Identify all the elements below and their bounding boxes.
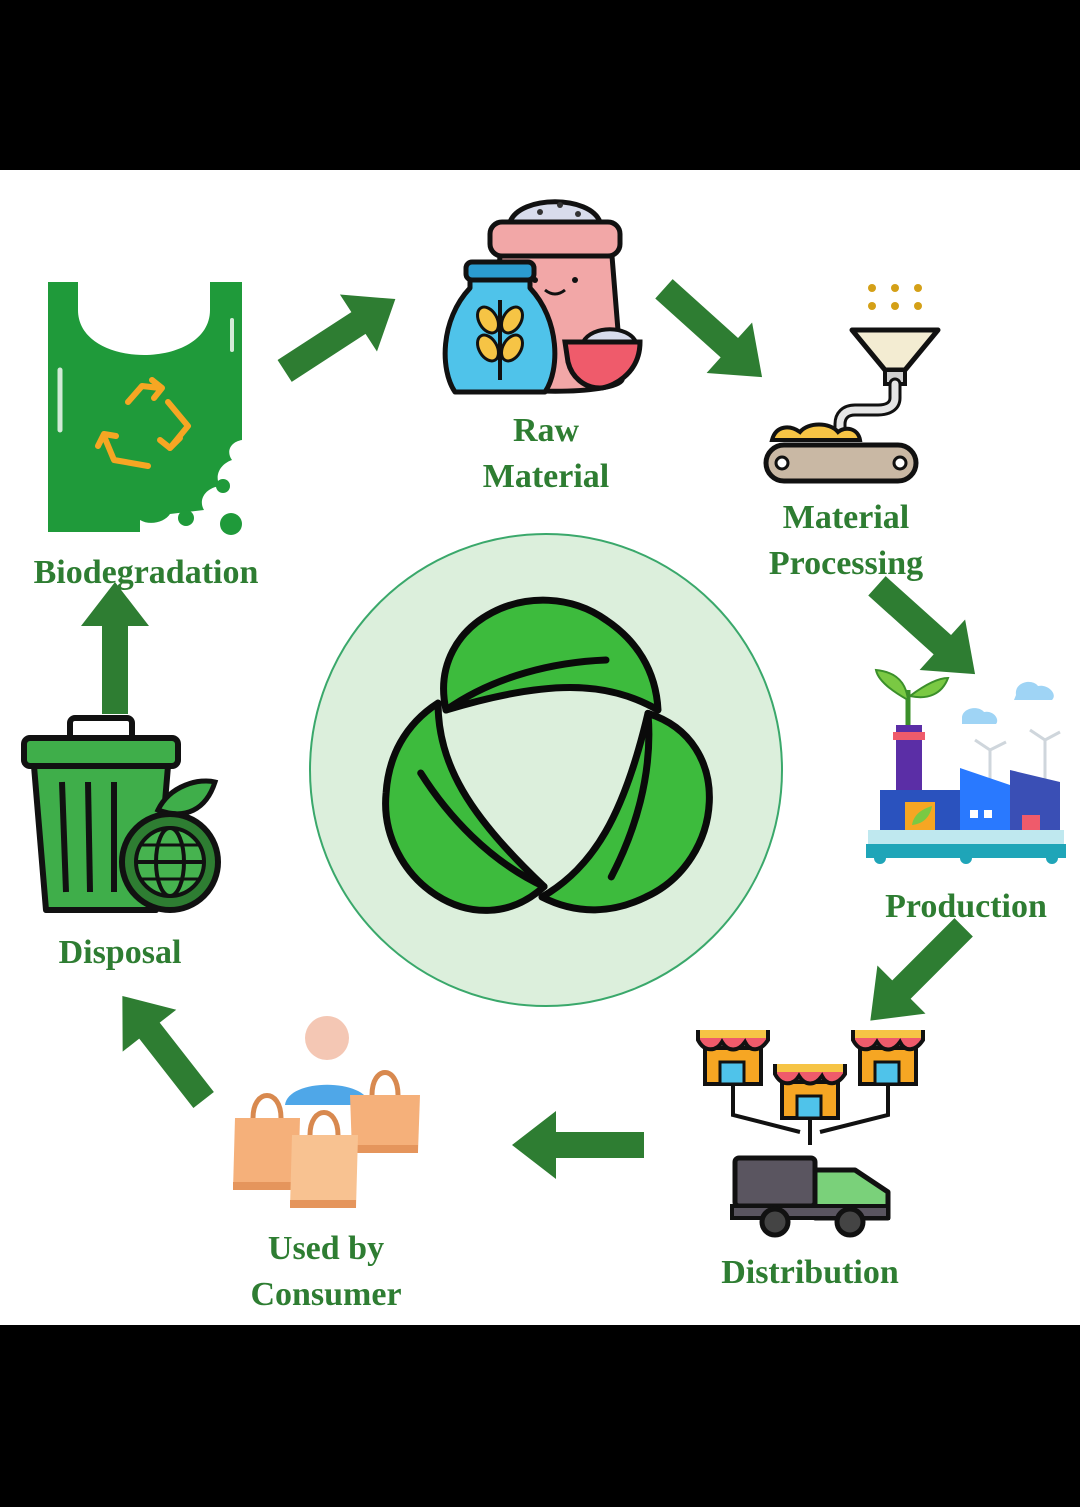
arrow-biodegradation-to-raw	[266, 270, 414, 400]
label-line: Used by	[267, 1230, 385, 1267]
label-line: Distribution	[721, 1254, 899, 1291]
shopper-with-bags-icon	[233, 1016, 420, 1208]
label-material-processing: Material Processing	[726, 495, 966, 587]
label-disposal: Disposal	[20, 930, 220, 976]
compostable-bag-icon	[48, 282, 242, 535]
label-line: Raw	[512, 412, 580, 449]
label-line: Processing	[768, 545, 924, 582]
label-distribution: Distribution	[690, 1250, 930, 1296]
label-biodegradation: Biodegradation	[6, 550, 286, 596]
stores-and-delivery-truck-icon	[696, 1030, 925, 1238]
funnel-conveyor-icon	[763, 284, 941, 484]
arrow-distribution-to-consumer	[512, 1111, 644, 1179]
trash-bin-globe-icon	[21, 715, 221, 913]
diagram-art	[21, 199, 1066, 1238]
label-line: Disposal	[58, 934, 182, 971]
label-used-by-consumer: Used by Consumer	[206, 1226, 446, 1318]
arrow-disposal-to-biodegradation	[81, 582, 149, 714]
label-raw-material: Raw Material	[446, 408, 646, 500]
label-production: Production	[856, 884, 1076, 930]
diagram-panel: Raw Material Material Processing Product…	[0, 170, 1080, 1325]
label-line: Biodegradation	[33, 554, 259, 591]
label-line: Material	[482, 458, 610, 495]
leaf-recycle-icon	[382, 596, 713, 914]
factory-icon	[866, 668, 1066, 864]
flour-sack-and-seed-jar-icon	[442, 199, 643, 395]
label-line: Consumer	[250, 1276, 402, 1313]
label-line: Production	[885, 888, 1047, 925]
label-line: Material	[782, 499, 910, 536]
arrow-consumer-to-disposal	[95, 975, 231, 1121]
arrow-raw-to-processing	[641, 263, 785, 403]
